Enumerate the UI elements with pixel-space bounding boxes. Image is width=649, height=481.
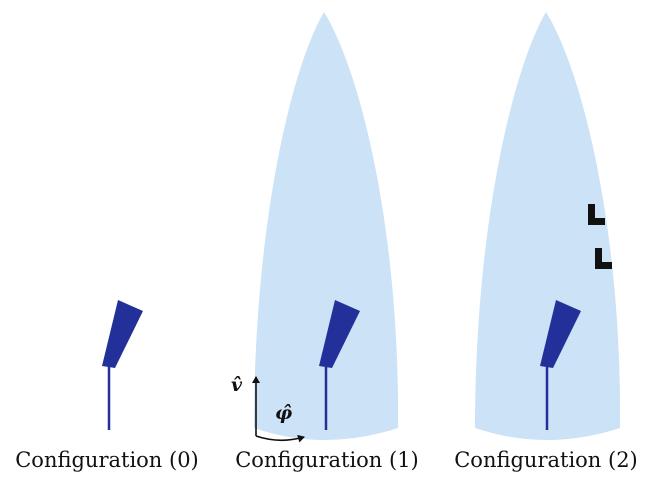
wing-config-1 bbox=[319, 300, 360, 430]
plume-config-2 bbox=[475, 12, 621, 440]
v-axis-label: v̂ bbox=[231, 374, 243, 396]
wing-config-0 bbox=[102, 300, 143, 430]
plume-config-1 bbox=[254, 12, 399, 440]
l-marker-upper bbox=[588, 204, 605, 225]
l-marker-lower bbox=[595, 248, 612, 269]
caption-config-0: Configuration (0) bbox=[15, 448, 199, 472]
caption-config-2: Configuration (2) bbox=[454, 448, 638, 472]
wing-config-2 bbox=[540, 300, 581, 430]
phi-axis-label: φ̂ bbox=[275, 402, 293, 424]
caption-config-1: Configuration (1) bbox=[235, 448, 419, 472]
phi-axis-arrow bbox=[255, 434, 305, 443]
coordinate-axes bbox=[252, 376, 305, 443]
